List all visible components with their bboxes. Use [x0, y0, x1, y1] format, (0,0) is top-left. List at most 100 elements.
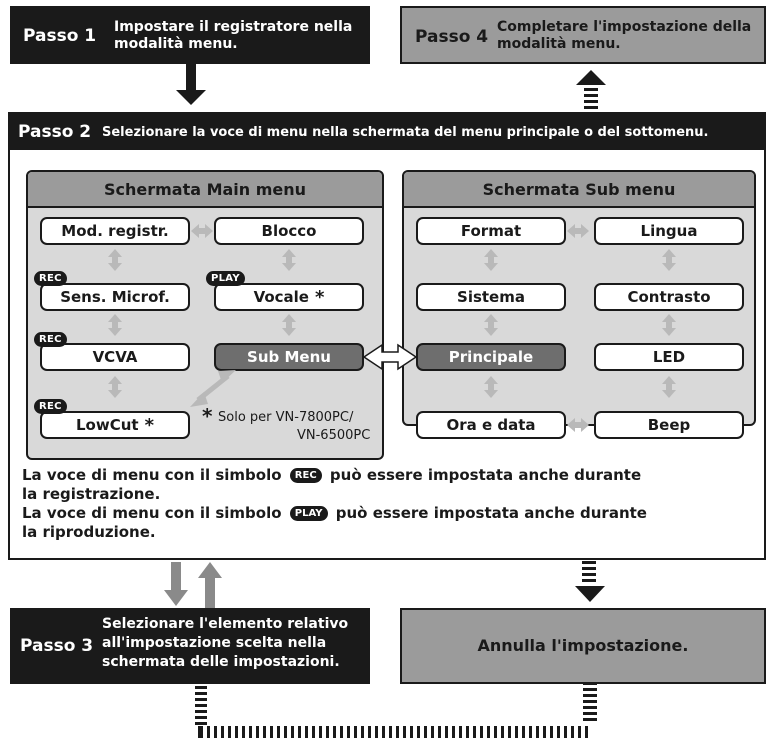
loop-dash: [284, 726, 287, 738]
arrow-up-step2-grey: [198, 562, 222, 608]
loop-dash: [298, 726, 301, 738]
loop-dash: [424, 726, 427, 738]
loop-dash: [431, 726, 434, 738]
rec-badge-vcva: REC: [34, 332, 67, 347]
loop-dash: [501, 726, 504, 738]
loop-dash: [459, 726, 462, 738]
loop-dash: [340, 726, 343, 738]
rec-badge-lowcut: REC: [34, 399, 67, 414]
arrow-down-step1: [176, 64, 206, 105]
loop-dash: [571, 726, 574, 738]
step2-label: Passo 2: [18, 122, 92, 142]
loop-dash: [445, 726, 448, 738]
loop-dash: [578, 726, 581, 738]
loop-dash: [389, 726, 392, 738]
sub-menu-title: Schermata Sub menu: [404, 172, 754, 208]
menu-item-vcva[interactable]: VCVA: [40, 343, 190, 371]
loop-dash: [585, 726, 588, 738]
step2-header: Passo 2 Selezionare la voce di menu nell…: [10, 114, 764, 150]
loop-dash: [515, 726, 518, 738]
menu-item-sens-microf[interactable]: Sens. Microf.: [40, 283, 190, 311]
loop-dash: [256, 726, 259, 738]
arrow-up-step4-dashed: [576, 70, 606, 109]
footer-line1: La voce di menu con il simbolo REC può e…: [22, 466, 762, 485]
note-asterisk: *: [202, 404, 213, 428]
submenu-item-lingua[interactable]: Lingua: [594, 217, 744, 245]
loop-dash: [200, 726, 203, 738]
loop-dash: [263, 726, 266, 738]
step3-text-line1: Selezionare l'elemento relativo: [102, 616, 349, 632]
loop-dash: [466, 726, 469, 738]
menu-item-blocco[interactable]: Blocco: [214, 217, 364, 245]
loop-dash: [305, 726, 308, 738]
play-badge-vocale: PLAY: [206, 271, 245, 286]
arrow-down-step3-grey: [164, 562, 188, 606]
loop-dash: [291, 726, 294, 738]
step2-panel: Passo 2 Selezionare la voce di menu nell…: [8, 112, 766, 560]
cancel-text: Annulla l'impostazione.: [477, 636, 689, 655]
loop-dash: [326, 726, 329, 738]
vocale-label: Vocale: [253, 288, 309, 306]
loop-dash: [312, 726, 315, 738]
footer-line3b: può essere impostata anche durante: [335, 504, 647, 522]
submenu-item-beep[interactable]: Beep: [594, 411, 744, 439]
arrow-loop-horizontal: [198, 726, 201, 738]
menu-item-vocale[interactable]: Vocale*: [214, 283, 364, 311]
loop-dash: [536, 726, 539, 738]
loop-dash: [417, 726, 420, 738]
loop-dash: [403, 726, 406, 738]
lowcut-asterisk: *: [144, 414, 154, 436]
loop-dash: [242, 726, 245, 738]
loop-dash: [347, 726, 350, 738]
rec-badge-inline: REC: [289, 468, 322, 483]
menu-item-lowcut[interactable]: LowCut*: [40, 411, 190, 439]
step3-label: Passo 3: [20, 636, 94, 656]
play-badge-inline: PLAY: [289, 506, 328, 521]
loop-dash: [494, 726, 497, 738]
footer-line1b: può essere impostata anche durante: [329, 466, 642, 484]
step1-text-line1: Impostare il registratore nella: [114, 19, 353, 35]
loop-dash: [207, 726, 210, 738]
loop-dash: [333, 726, 336, 738]
loop-dash: [543, 726, 546, 738]
loop-dash: [396, 726, 399, 738]
loop-dash: [319, 726, 322, 738]
step4-text-line1: Completare l'impostazione della: [497, 19, 752, 35]
rec-badge-sens: REC: [34, 271, 67, 286]
footer-line4: la riproduzione.: [22, 523, 156, 541]
loop-dash: [214, 726, 217, 738]
step1-box: Passo 1 Impostare il registratore nella …: [10, 6, 370, 64]
loop-dash: [382, 726, 385, 738]
menu-item-sub-menu[interactable]: Sub Menu: [214, 343, 364, 371]
loop-dash: [375, 726, 378, 738]
loop-dash: [564, 726, 567, 738]
menu-item-mod-registr[interactable]: Mod. registr.: [40, 217, 190, 245]
arrow-down-cancel-dashed: [575, 561, 605, 602]
step4-box: Passo 4 Completare l'impostazione della …: [400, 6, 766, 64]
footer-line3: La voce di menu con il simbolo PLAY può …: [22, 504, 762, 523]
footer-note: La voce di menu con il simbolo REC può e…: [22, 466, 762, 542]
loop-dash: [550, 726, 553, 738]
loop-horizontal-dashes: [200, 726, 588, 738]
loop-dash: [438, 726, 441, 738]
footer-line2: la registrazione.: [22, 485, 161, 503]
submenu-item-contrasto[interactable]: Contrasto: [594, 283, 744, 311]
submenu-item-ora-e-data[interactable]: Ora e data: [416, 411, 566, 439]
cancel-box: Annulla l'impostazione.: [400, 608, 766, 684]
submenu-item-sistema[interactable]: Sistema: [416, 283, 566, 311]
loop-dash: [235, 726, 238, 738]
step3-box: Passo 3 Selezionare l'elemento relativo …: [10, 608, 370, 684]
step1-label: Passo 1: [23, 26, 97, 46]
step2-text: Selezionare la voce di menu nella scherm…: [102, 125, 709, 140]
loop-dash: [508, 726, 511, 738]
loop-dash: [487, 726, 490, 738]
submenu-item-principale[interactable]: Principale: [416, 343, 566, 371]
footer-line1a: La voce di menu con il simbolo: [22, 466, 282, 484]
step4-label: Passo 4: [415, 27, 489, 47]
submenu-item-format[interactable]: Format: [416, 217, 566, 245]
loop-dash: [529, 726, 532, 738]
loop-dash: [557, 726, 560, 738]
main-menu-title: Schermata Main menu: [28, 172, 382, 208]
submenu-item-led[interactable]: LED: [594, 343, 744, 371]
loop-dash: [452, 726, 455, 738]
